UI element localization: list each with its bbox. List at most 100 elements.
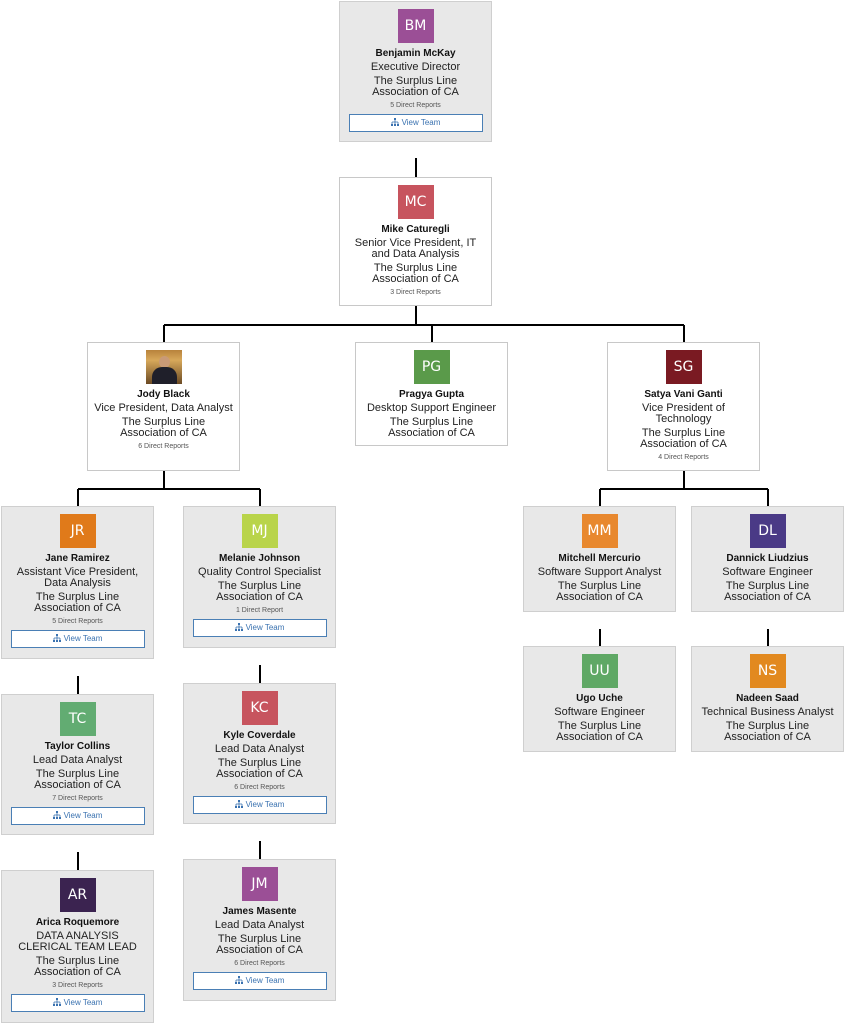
person-card-arica-roquemore[interactable]: AR Arica Roquemore DATA ANALYSIS CLERICA… xyxy=(1,870,154,1023)
person-organization: The Surplus Line Association of CA xyxy=(372,262,459,285)
profile-photo xyxy=(145,350,182,384)
avatar: MJ xyxy=(241,514,278,548)
person-title: Quality Control Specialist xyxy=(198,566,321,578)
direct-reports-count: 6 Direct Reports xyxy=(234,784,285,791)
direct-reports-count: 5 Direct Reports xyxy=(52,618,103,625)
person-name: Arica Roquemore xyxy=(35,917,120,928)
person-title: Lead Data Analyst xyxy=(214,743,305,755)
connector-jb-reports xyxy=(77,471,261,506)
person-name: James Masente xyxy=(222,906,297,917)
direct-reports-count: 3 Direct Reports xyxy=(390,289,441,296)
view-team-button[interactable]: View Team xyxy=(10,630,145,648)
direct-reports-count: 7 Direct Reports xyxy=(52,795,103,802)
view-team-button[interactable]: View Team xyxy=(192,619,327,637)
person-card-mitchell-mercurio[interactable]: MM Mitchell Mercurio Software Support An… xyxy=(523,506,676,612)
direct-reports-count: 5 Direct Reports xyxy=(390,102,441,109)
view-team-label: View Team xyxy=(245,976,285,985)
person-card-dannick-liudzius[interactable]: DL Dannick Liudzius Software Engineer Th… xyxy=(691,506,844,612)
person-card-james-masente[interactable]: JM James Masente Lead Data Analyst The S… xyxy=(183,859,336,1001)
view-team-button[interactable]: View Team xyxy=(192,972,327,990)
direct-reports-count: 6 Direct Reports xyxy=(138,443,189,450)
person-card-ugo-uche[interactable]: UU Ugo Uche Software Engineer The Surplu… xyxy=(523,646,676,752)
avatar: PG xyxy=(413,350,450,384)
person-name: Pragya Gupta xyxy=(398,389,465,400)
direct-reports-count: 3 Direct Reports xyxy=(52,982,103,989)
person-title: Lead Data Analyst xyxy=(214,919,305,931)
person-organization: The Surplus Line Association of CA xyxy=(120,416,207,439)
person-card-satya-vani-ganti[interactable]: SG Satya Vani Ganti Vice President of Te… xyxy=(607,342,760,471)
person-name: Jody Black xyxy=(137,389,190,400)
person-name: Nadeen Saad xyxy=(736,693,799,704)
person-organization: The Surplus Line Association of CA xyxy=(640,427,727,450)
avatar: UU xyxy=(581,654,618,688)
person-card-nadeen-saad[interactable]: NS Nadeen Saad Technical Business Analys… xyxy=(691,646,844,752)
avatar: MC xyxy=(397,185,434,219)
person-title: Assistant Vice President, Data Analysis xyxy=(16,566,139,589)
avatar: TC xyxy=(59,702,96,736)
avatar: SG xyxy=(665,350,702,384)
org-chart-icon xyxy=(234,976,243,984)
person-name: Mike Caturegli xyxy=(381,224,450,235)
person-name: Jane Ramirez xyxy=(45,553,110,564)
person-name: Benjamin McKay xyxy=(375,48,456,59)
avatar: DL xyxy=(749,514,786,548)
person-organization: The Surplus Line Association of CA xyxy=(556,720,643,743)
person-name: Dannick Liudzius xyxy=(726,553,809,564)
org-chart-icon xyxy=(52,998,61,1006)
org-chart-icon xyxy=(234,623,243,631)
person-title: Senior Vice President, IT and Data Analy… xyxy=(354,237,477,260)
direct-reports-count: 1 Direct Report xyxy=(235,607,284,614)
person-organization: The Surplus Line Association of CA xyxy=(724,580,811,603)
org-chart-icon xyxy=(52,634,61,642)
person-name: Ugo Uche xyxy=(576,693,623,704)
org-chart-icon xyxy=(52,811,61,819)
avatar: AR xyxy=(59,878,96,912)
person-organization: The Surplus Line Association of CA xyxy=(34,768,121,791)
person-title: Vice President, Data Analyst xyxy=(94,402,233,414)
avatar: JM xyxy=(241,867,278,901)
person-title: Software Engineer xyxy=(554,706,645,718)
person-title: Software Support Analyst xyxy=(537,566,662,578)
connector-mc-vps xyxy=(163,306,685,342)
person-organization: The Surplus Line Association of CA xyxy=(372,75,459,98)
avatar: KC xyxy=(241,691,278,725)
view-team-button[interactable]: View Team xyxy=(348,114,483,132)
view-team-button[interactable]: View Team xyxy=(10,807,145,825)
avatar: JR xyxy=(59,514,96,548)
person-title: Vice President of Technology xyxy=(642,402,725,425)
person-card-taylor-collins[interactable]: TC Taylor Collins Lead Data Analyst The … xyxy=(1,694,154,835)
org-chart-icon xyxy=(390,118,399,126)
person-card-kyle-coverdale[interactable]: KC Kyle Coverdale Lead Data Analyst The … xyxy=(183,683,336,824)
person-organization: The Surplus Line Association of CA xyxy=(216,580,303,603)
org-chart-icon xyxy=(234,800,243,808)
person-card-melanie-johnson[interactable]: MJ Melanie Johnson Quality Control Speci… xyxy=(183,506,336,648)
avatar: NS xyxy=(749,654,786,688)
person-card-benjamin-mckay[interactable]: BM Benjamin McKay Executive Director The… xyxy=(339,1,492,142)
direct-reports-count: 6 Direct Reports xyxy=(234,960,285,967)
person-organization: The Surplus Line Association of CA xyxy=(724,720,811,743)
view-team-label: View Team xyxy=(63,998,103,1007)
person-title: DATA ANALYSIS CLERICAL TEAM LEAD xyxy=(18,930,137,953)
person-card-pragya-gupta[interactable]: PG Pragya Gupta Desktop Support Engineer… xyxy=(355,342,508,446)
person-name: Satya Vani Ganti xyxy=(644,389,723,400)
person-title: Software Engineer xyxy=(722,566,813,578)
person-title: Executive Director xyxy=(370,61,461,73)
view-team-label: View Team xyxy=(63,634,103,643)
avatar: MM xyxy=(581,514,618,548)
view-team-label: View Team xyxy=(63,811,103,820)
person-organization: The Surplus Line Association of CA xyxy=(388,416,475,439)
person-card-jody-black[interactable]: Jody Black Vice President, Data Analyst … xyxy=(87,342,240,471)
person-organization: The Surplus Line Association of CA xyxy=(34,955,121,978)
person-title: Technical Business Analyst xyxy=(701,706,834,718)
view-team-button[interactable]: View Team xyxy=(10,994,145,1012)
avatar: BM xyxy=(397,9,434,43)
person-name: Taylor Collins xyxy=(44,741,111,752)
person-card-jane-ramirez[interactable]: JR Jane Ramirez Assistant Vice President… xyxy=(1,506,154,659)
person-name: Melanie Johnson xyxy=(218,553,301,564)
view-team-button[interactable]: View Team xyxy=(192,796,327,814)
person-organization: The Surplus Line Association of CA xyxy=(556,580,643,603)
view-team-label: View Team xyxy=(245,623,285,632)
person-name: Kyle Coverdale xyxy=(223,730,296,741)
person-card-mike-caturegli[interactable]: MC Mike Caturegli Senior Vice President,… xyxy=(339,177,492,306)
